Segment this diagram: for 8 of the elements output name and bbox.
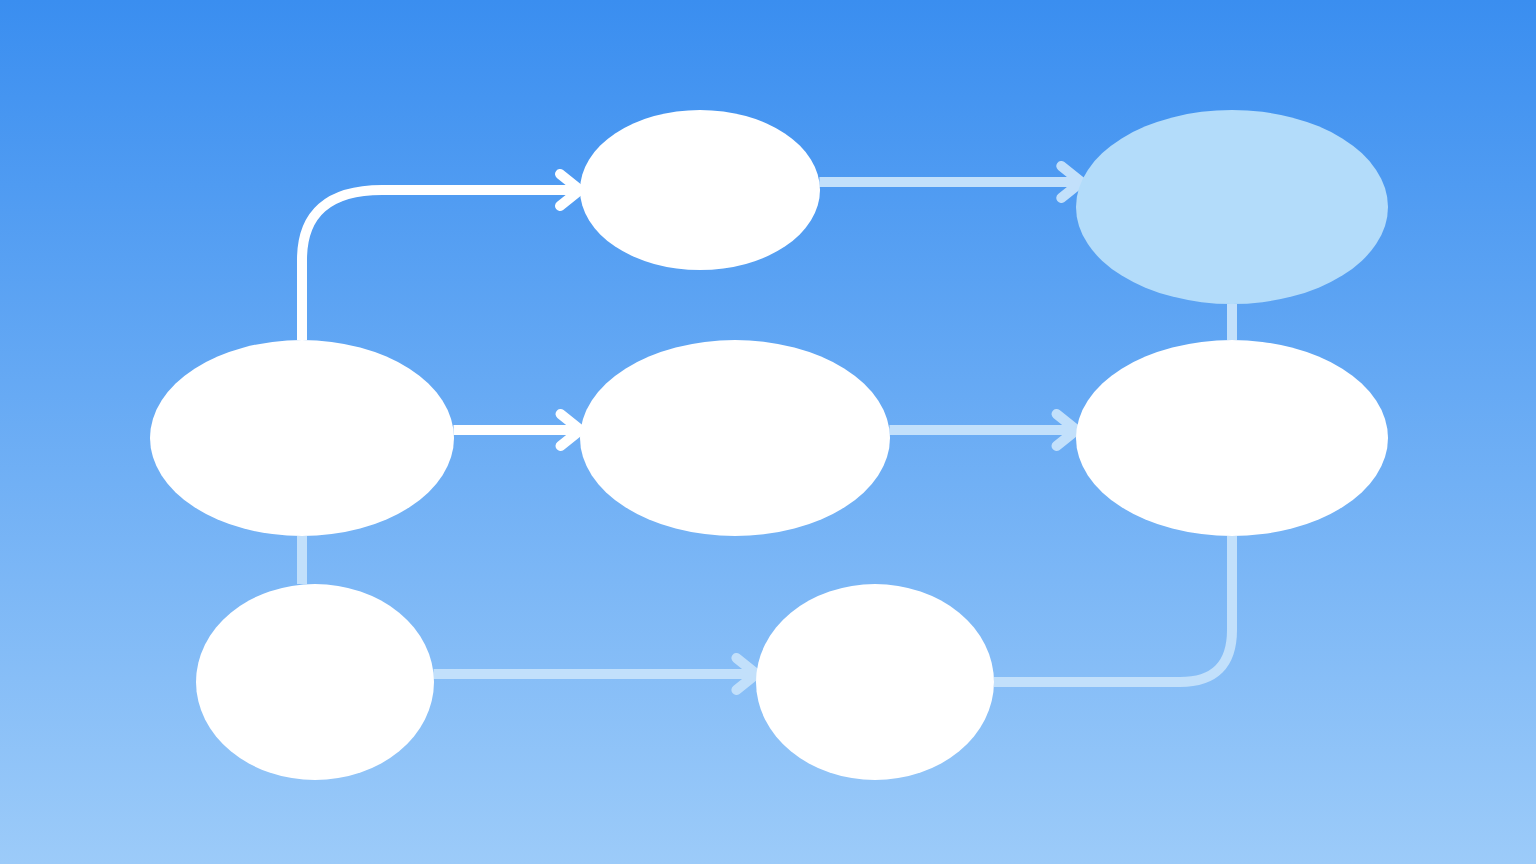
- connector-line: [297, 536, 307, 584]
- connector-line: [994, 536, 1237, 687]
- arrow: [819, 161, 1087, 203]
- arrow: [453, 409, 586, 451]
- arrow: [297, 169, 585, 340]
- arrow: [433, 653, 762, 695]
- arrow: [889, 409, 1082, 451]
- connector-line: [1227, 304, 1237, 340]
